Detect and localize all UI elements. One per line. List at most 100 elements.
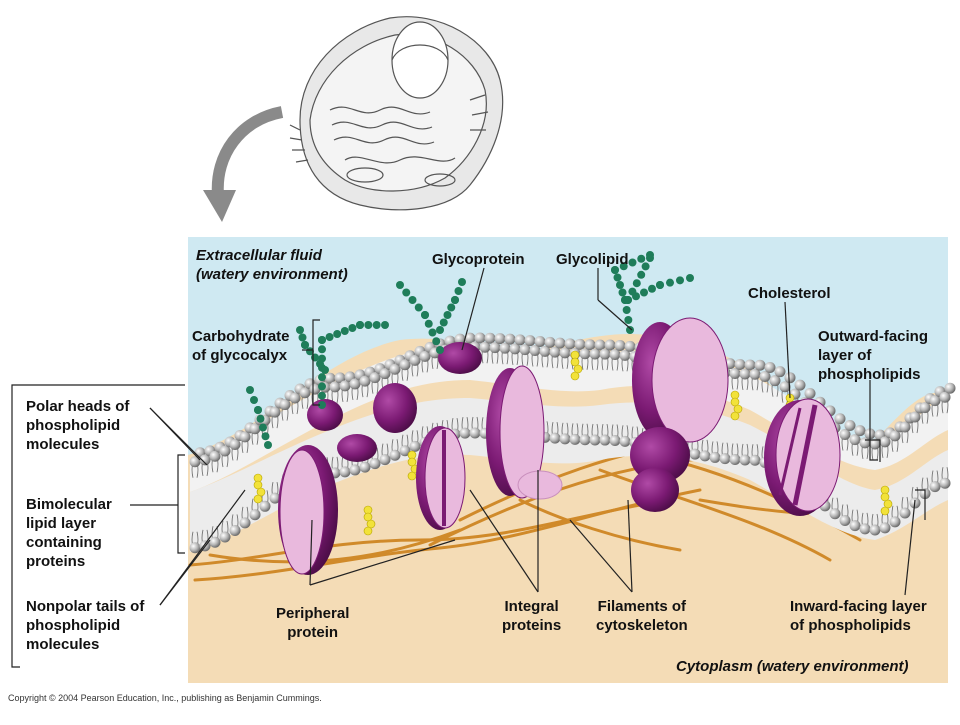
phospholipid-head	[279, 399, 291, 411]
sugar-residue	[443, 311, 452, 319]
sugar-residue	[372, 321, 381, 329]
sugar-residue	[298, 333, 307, 342]
sugar-residue	[454, 287, 463, 295]
phospholipid-head	[379, 454, 391, 466]
phospholipid-head	[399, 445, 411, 457]
phospholipid-head	[769, 375, 781, 387]
phospholipid-head	[529, 345, 541, 356]
phospholipid-head	[339, 466, 351, 478]
polar-heads-label: Polar heads of phospholipid molecules	[26, 398, 130, 453]
phospholipid-head	[609, 348, 621, 360]
phospholipid-head	[549, 432, 561, 444]
phospholipid-head	[189, 542, 201, 554]
phospholipid-head	[324, 372, 336, 384]
phospholipid-head	[369, 372, 381, 384]
zoom-arrow-icon	[211, 106, 284, 196]
phospholipid-head	[249, 509, 261, 521]
phospholipid-head	[609, 434, 621, 446]
sugar-residue	[321, 366, 329, 374]
phospholipid-head	[619, 435, 631, 447]
phospholipid-head	[459, 427, 471, 439]
phospholipid-head	[564, 338, 576, 350]
phospholipid-head	[834, 413, 846, 425]
phospholipid-head	[509, 343, 521, 355]
phospholipid-head	[554, 337, 566, 349]
phospholipid-head	[804, 387, 816, 399]
phospholipid-head	[549, 346, 561, 358]
sugar-residue	[296, 326, 304, 334]
sugar-residue	[318, 373, 326, 382]
sugar-residue	[246, 386, 254, 394]
phospholipid-head	[749, 368, 761, 380]
phospholipid-head	[339, 380, 351, 392]
phospholipid-head	[269, 406, 281, 418]
phospholipid-head	[879, 436, 891, 448]
outer-leaflet-band	[190, 345, 948, 492]
phospholipid-head	[259, 500, 271, 512]
sugar-residue	[624, 296, 632, 304]
sugar-residue	[646, 254, 654, 262]
arrow-head-icon	[203, 190, 236, 222]
phospholipid-head	[944, 382, 956, 394]
phospholipid-head	[734, 359, 746, 371]
leader-lines	[11, 267, 926, 668]
phospholipid-head	[784, 372, 796, 384]
phospholipid-head	[729, 368, 741, 380]
cytoplasm-label: Cytoplasm (watery environment)	[676, 658, 909, 675]
phospholipid-head	[504, 333, 516, 345]
phospholipid-head	[489, 342, 501, 354]
cholesterol-molecules	[253, 350, 893, 536]
phospholipid-head	[939, 477, 951, 489]
phospholipid-head	[839, 429, 851, 441]
copyright-text: Copyright © 2004 Pearson Education, Inc.…	[8, 693, 322, 703]
phospholipid-head	[569, 433, 581, 445]
phospholipid-head	[599, 434, 611, 446]
phospholipid-head	[729, 454, 741, 466]
phospholipid-head	[844, 420, 856, 432]
bimolecular-layer-label: Bimolecular lipid layer containing prote…	[26, 496, 112, 570]
sugar-residue	[611, 266, 619, 274]
phospholipid-head	[849, 434, 861, 446]
sugar-residue	[318, 345, 326, 354]
phospholipid-head	[219, 445, 231, 457]
sugar-residue	[618, 288, 627, 297]
phospholipid-head	[484, 332, 496, 344]
sugar-residue	[340, 327, 349, 335]
phospholipid-head	[699, 450, 711, 462]
phospholipid-head	[909, 411, 921, 423]
sugar-residue	[622, 306, 631, 314]
sugar-residue	[325, 333, 334, 341]
phospholipid-head	[689, 448, 701, 460]
sugar-residue	[428, 328, 437, 337]
sugar-residue	[318, 336, 326, 344]
phospholipid-head	[239, 431, 251, 443]
phospholipid-head	[744, 359, 756, 371]
phospholipid-head	[464, 332, 476, 344]
sugar-residue	[424, 319, 433, 328]
nonpolar-tails-label: Nonpolar tails of phospholipid molecules	[26, 598, 145, 653]
phospholipid-head	[389, 449, 401, 461]
glycoprotein-label: Glycoprotein	[432, 251, 525, 268]
phospholipid-head	[519, 344, 531, 356]
phospholipid-head	[829, 508, 841, 520]
sugar-residue	[676, 276, 684, 285]
phospholipid-head	[739, 454, 751, 466]
phospholipid-head	[709, 451, 721, 463]
phospholipid-head	[774, 366, 786, 378]
phospholipid-head	[889, 516, 901, 528]
sugar-residue	[624, 316, 633, 324]
phospholipid-head	[514, 334, 526, 346]
integral-proteins-label: Integral proteins	[502, 598, 562, 634]
phospholipid-head	[229, 524, 241, 536]
phospholipid-head	[359, 461, 371, 473]
phospholipid-head	[399, 359, 411, 371]
phospholipid-head	[754, 359, 766, 371]
phospholipid-head	[199, 454, 211, 466]
phospholipid-head	[574, 338, 586, 350]
phospholipid-head	[359, 375, 371, 387]
sugar-residue	[632, 279, 641, 288]
sugar-residue	[641, 262, 650, 271]
phospholipid-head	[534, 336, 546, 347]
sugar-residue	[436, 346, 444, 354]
